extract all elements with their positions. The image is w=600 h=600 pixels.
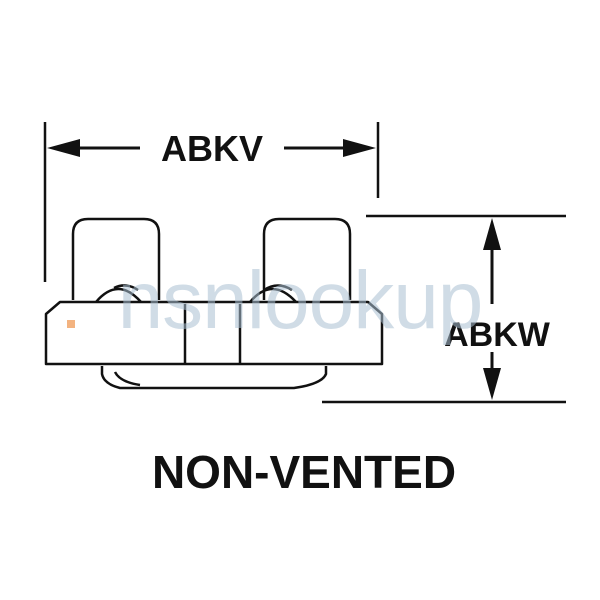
watermark-text: nsnlookup: [118, 255, 483, 346]
part-body: [44, 217, 384, 390]
underside-dome: [100, 366, 328, 390]
width-dimension: ABKV: [43, 122, 380, 282]
width-arrowhead-left: [47, 139, 80, 157]
width-dimension-label: ABKV: [161, 128, 263, 169]
height-arrowhead-bottom: [483, 368, 501, 400]
base-plate-outline: [44, 300, 384, 366]
watermark: nsnlookup: [67, 255, 483, 346]
diagram-caption: NON-VENTED: [152, 446, 456, 498]
height-arrowhead-top: [483, 218, 501, 250]
watermark-dot-icon: [67, 320, 75, 328]
height-dimension-label: ABKW: [444, 316, 551, 354]
right-terminal-rivet: [249, 287, 297, 303]
right-terminal: [262, 217, 352, 300]
right-terminal-rivet-cap: [263, 284, 293, 292]
height-dimension: ABKW: [322, 214, 566, 404]
width-arrowhead-right: [343, 139, 376, 157]
left-terminal: [71, 217, 161, 300]
left-terminal-rivet: [95, 287, 142, 303]
underside-dome-inner-edge: [113, 371, 141, 387]
left-terminal-rivet-cap: [113, 284, 139, 292]
